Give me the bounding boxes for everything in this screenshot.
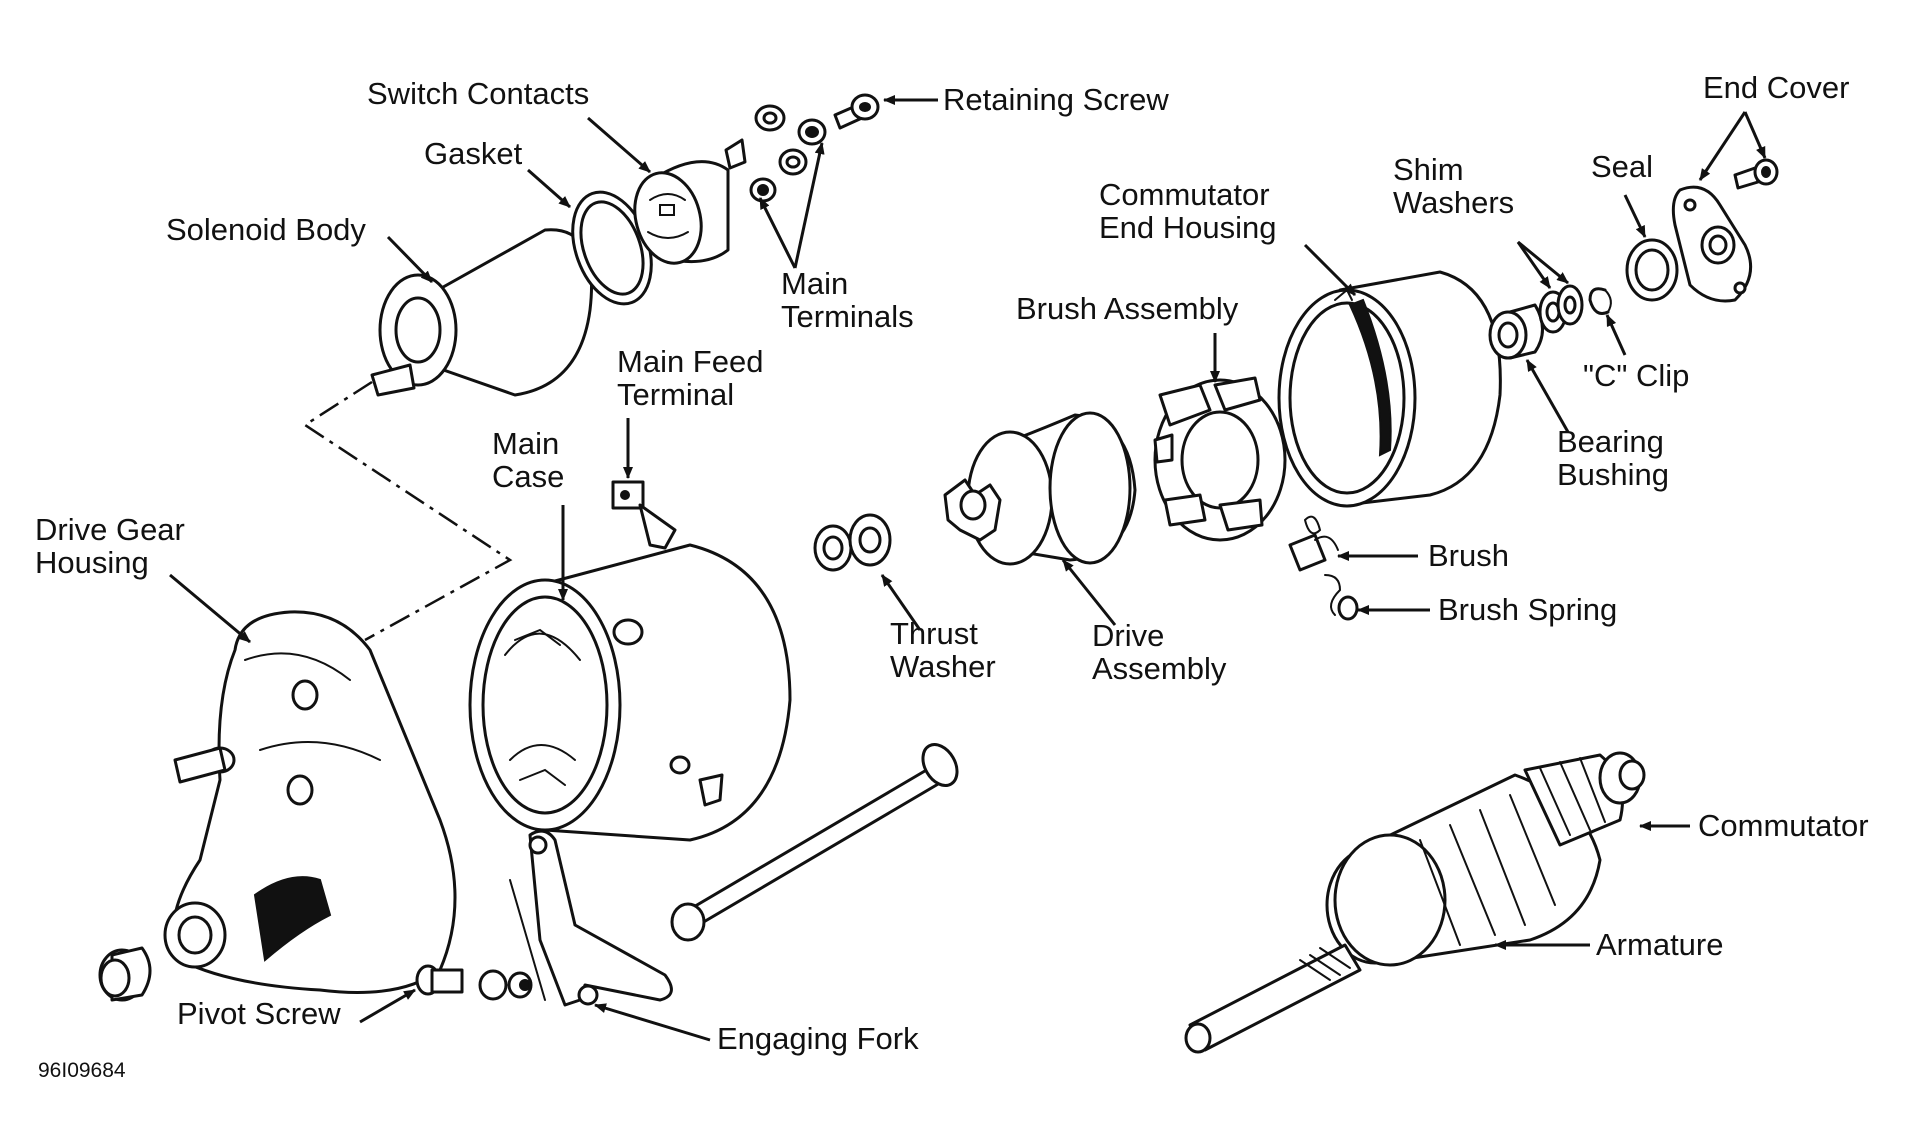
- c-clip: [1588, 287, 1612, 315]
- brush-spring: [1324, 574, 1359, 621]
- leader-lines: [169, 95, 1767, 1042]
- alignment-line: [302, 380, 513, 642]
- retaining-screw-hardware: [724, 93, 880, 203]
- end-cover: [1671, 158, 1779, 303]
- label-bearing-bushing-line2: Bushing: [1557, 457, 1669, 492]
- thrust-washer: [813, 513, 892, 572]
- label-bearing-bushing-line1: Bearing: [1557, 424, 1664, 459]
- label-shim-washers-line1: Shim: [1393, 152, 1464, 187]
- label-main-terminals-line1: Main: [781, 266, 848, 301]
- commutator-end-housing: [1277, 270, 1502, 508]
- drive-assembly: [943, 411, 1137, 566]
- label-brush-spring: Brush Spring: [1438, 592, 1617, 627]
- label-brush-assembly: Brush Assembly: [1016, 291, 1239, 326]
- label-solenoid-body: Solenoid Body: [166, 212, 366, 247]
- label-switch-contacts: Switch Contacts: [367, 76, 589, 111]
- label-main-feed-terminal-line1: Main Feed: [617, 344, 763, 379]
- label-drive-gear-housing-line2: Housing: [35, 545, 149, 580]
- label-main-feed-terminal-line2: Terminal: [617, 377, 734, 412]
- label-retaining-screw: Retaining Screw: [943, 82, 1169, 117]
- label-thrust-washer-line1: Thrust: [890, 616, 978, 651]
- label-engaging-fork: Engaging Fork: [717, 1021, 919, 1056]
- brush: [1288, 515, 1339, 572]
- label-shim-washers-line2: Washers: [1393, 185, 1514, 220]
- label-main-case-line1: Main: [492, 426, 559, 461]
- armature: [1184, 751, 1646, 1054]
- main-case: [468, 543, 792, 842]
- main-feed-terminal: [611, 480, 677, 550]
- label-drive-assembly-line2: Assembly: [1092, 651, 1227, 686]
- figure-code: 96I09684: [38, 1059, 126, 1082]
- label-pivot-screw: Pivot Screw: [177, 996, 341, 1031]
- label-brush: Brush: [1428, 538, 1509, 573]
- drive-gear-housing: [163, 610, 457, 994]
- label-commutator: Commutator: [1698, 808, 1869, 843]
- label-main-terminals-line2: Terminals: [781, 299, 914, 334]
- seal: [1625, 238, 1679, 302]
- solenoid-body: [370, 228, 594, 397]
- label-armature: Armature: [1596, 927, 1723, 962]
- through-bolt: [670, 743, 959, 942]
- label-commutator-end-housing-line1: Commutator: [1099, 177, 1270, 212]
- brush-assembly: [1153, 376, 1287, 542]
- gasket: [571, 190, 653, 306]
- shim-washers: [1538, 284, 1584, 334]
- label-gasket: Gasket: [424, 136, 523, 171]
- drive-gear-bushing: [98, 946, 152, 1002]
- label-end-cover: End Cover: [1703, 70, 1849, 105]
- label-drive-assembly-line1: Drive: [1092, 618, 1164, 653]
- label-c-clip: "C" Clip: [1583, 358, 1689, 393]
- pivot-screw: [415, 964, 533, 1001]
- engaging-fork: [509, 829, 673, 1007]
- label-drive-gear-housing-line1: Drive Gear: [35, 512, 185, 547]
- callout-labels: Switch Contacts Retaining Screw Gasket S…: [35, 70, 1869, 1082]
- label-seal: Seal: [1591, 149, 1653, 184]
- label-commutator-end-housing-line2: End Housing: [1099, 210, 1277, 245]
- label-thrust-washer-line2: Washer: [890, 649, 996, 684]
- bearing-bushing: [1488, 303, 1544, 360]
- switch-contacts: [633, 160, 730, 265]
- label-main-case-line2: Case: [492, 459, 564, 494]
